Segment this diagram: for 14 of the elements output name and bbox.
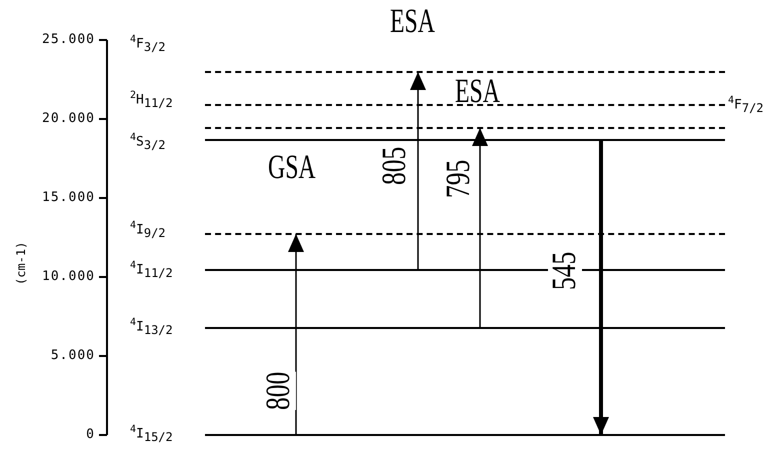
tick-label: 25.000 — [41, 32, 95, 47]
tick-label: 5.000 — [50, 348, 95, 363]
arrow — [472, 128, 488, 328]
transition-label: GSA — [268, 150, 316, 186]
transition-label: ESA — [455, 74, 500, 110]
tick-label: 20.000 — [41, 111, 95, 126]
axis-title: (cm-1) — [14, 242, 28, 285]
transition-label: ESA — [390, 4, 435, 40]
arrow — [593, 140, 609, 435]
arrow — [288, 234, 304, 435]
arrow — [410, 72, 426, 270]
tick-label: 0 — [85, 427, 95, 442]
tick-label: 15.000 — [41, 190, 95, 205]
edge-label: 545 — [548, 252, 582, 290]
